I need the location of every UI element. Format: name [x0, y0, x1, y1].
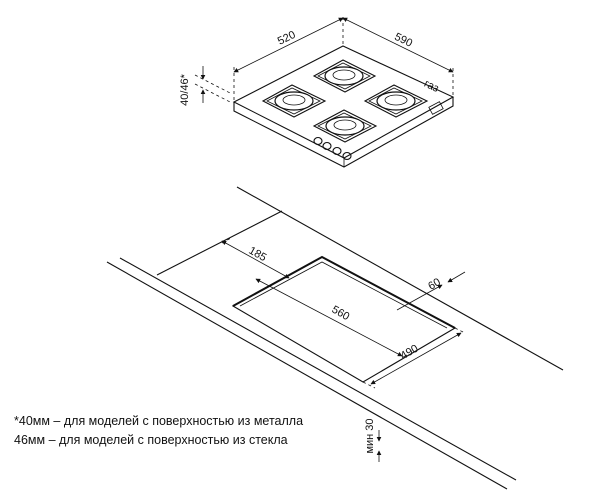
countertop-front-bottom-edge [106, 261, 508, 490]
dim-height-label: 40/46* [179, 73, 191, 106]
dim-60-label: 60 [426, 276, 443, 293]
dimension-590: 590 [342, 17, 454, 95]
dimension-560: 560 [255, 278, 403, 357]
dim-590-label: 590 [392, 31, 414, 50]
knob-1 [313, 136, 323, 146]
burner-back [312, 59, 377, 93]
knob-3 [332, 146, 342, 156]
dimension-185: 185 [221, 237, 290, 279]
dim-185-label: 185 [247, 245, 269, 264]
dimension-min-thickness: мин 30 [364, 418, 382, 462]
note-glass-surface: 46мм – для моделей с поверхностью из сте… [14, 433, 288, 447]
countertop-front-top-edge [119, 257, 517, 481]
dim-560-label: 560 [330, 304, 352, 323]
knob-2 [322, 141, 332, 151]
knob-4 [342, 151, 352, 161]
dim-min-thickness-label: мин 30 [364, 418, 376, 453]
dim-490-label: 490 [399, 343, 421, 363]
burner-right [363, 84, 429, 118]
dim-520-label: 520 [276, 29, 298, 48]
burner-left [261, 84, 327, 118]
dimension-490: 490 [362, 327, 466, 389]
dimension-height: 40/46* [179, 66, 233, 106]
hob-drawing: 520 590 газ 40/46* [179, 14, 455, 168]
dimension-60: 60 [396, 271, 466, 311]
gas-connector [428, 101, 444, 115]
burner-front [312, 109, 378, 143]
note-metal-surface: *40мм – для моделей с поверхностью из ме… [14, 414, 304, 428]
countertop-back-edge [236, 186, 564, 371]
control-knobs [313, 136, 352, 161]
countertop-left-edge [156, 210, 283, 276]
gas-label: газ [422, 78, 441, 95]
